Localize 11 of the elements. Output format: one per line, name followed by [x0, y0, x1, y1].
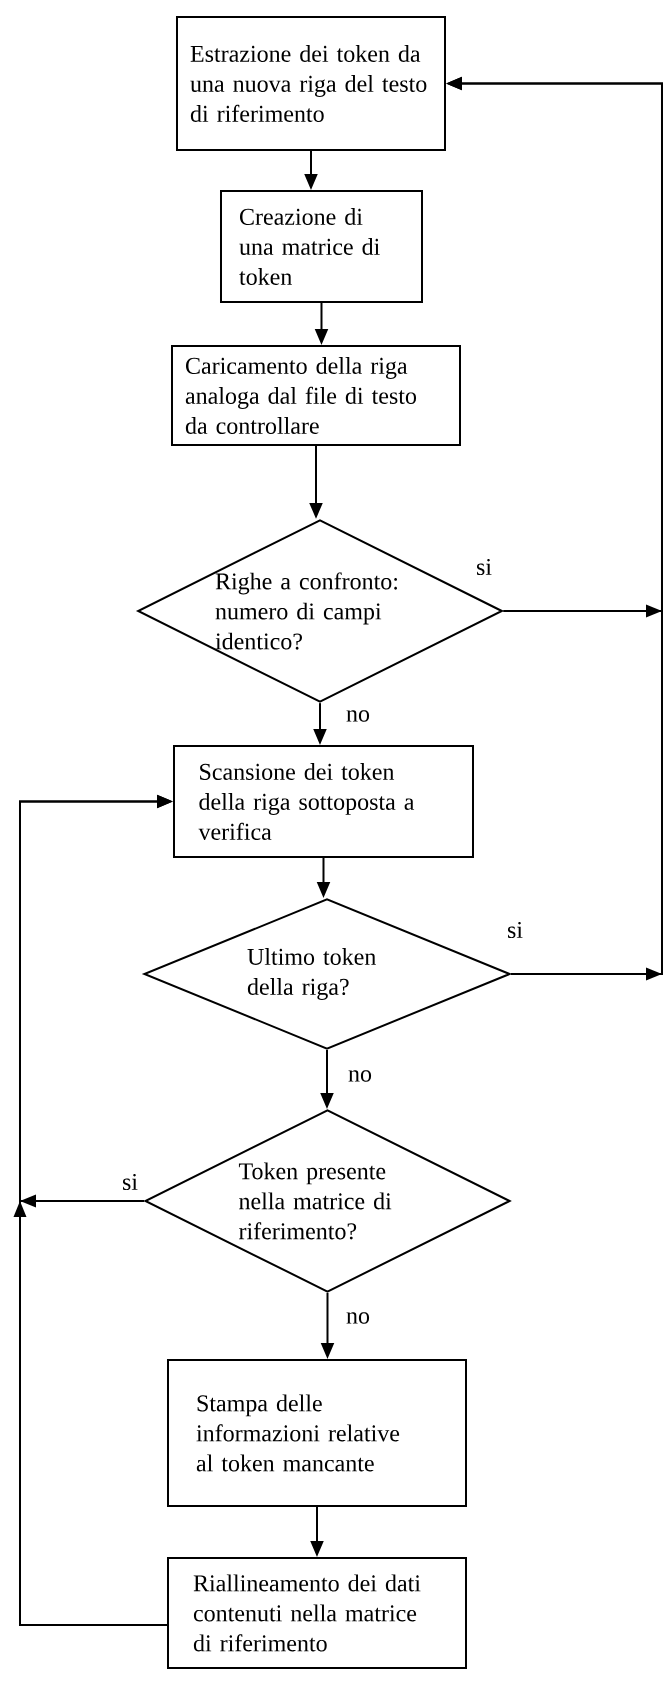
- process-box: Estrazione dei token da una nuova riga del testo di riferimento: [176, 16, 446, 151]
- edge-label: si: [475, 557, 493, 577]
- edge-label: si: [121, 1172, 139, 1192]
- process-box: Riallineamento dei dati contenuti nella matrice di riferimento: [167, 1557, 467, 1669]
- process-box: Stampa delle informazioni relative al token mancante: [167, 1359, 467, 1507]
- edge-label: no: [345, 1311, 371, 1325]
- edge-label: no: [347, 1069, 373, 1083]
- process-box: Creazione di una matrice di token: [220, 190, 423, 303]
- process-box: Caricamento della riga analoga dal file di testo da controllare: [171, 345, 461, 446]
- edge-label: no: [345, 709, 371, 723]
- process-box: Scansione dei token della riga sottoposta a verifica: [173, 745, 474, 858]
